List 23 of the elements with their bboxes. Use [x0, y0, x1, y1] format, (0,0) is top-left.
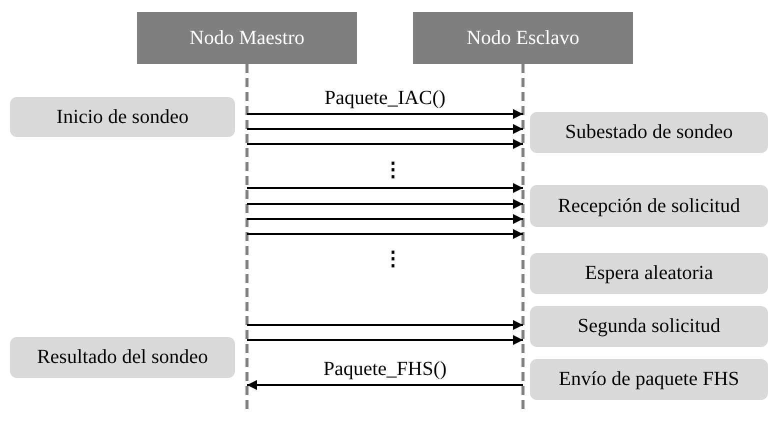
- message-arrow: [247, 109, 523, 119]
- message-arrow: [247, 229, 523, 239]
- state-box: Resultado del sondeo: [10, 337, 235, 378]
- message-arrow: [247, 183, 523, 193]
- state-box: Inicio de sondeo: [10, 97, 235, 137]
- state-box: Recepción de solicitud: [530, 185, 768, 227]
- message-arrow: [247, 124, 523, 134]
- ellipsis-mark: ⋮: [383, 249, 403, 269]
- message-label: Paquete_IAC(): [324, 88, 446, 108]
- participant-box: Nodo Esclavo: [413, 12, 633, 64]
- participant-box: Nodo Maestro: [137, 12, 357, 64]
- message-arrow: [247, 199, 523, 209]
- state-box: Espera aleatoria: [530, 253, 768, 294]
- message-arrow: [247, 335, 523, 345]
- message-label: Paquete_FHS(): [323, 359, 447, 379]
- message-arrow: [247, 214, 523, 224]
- state-box: Segunda solicitud: [530, 306, 768, 347]
- message-arrow: [247, 380, 523, 390]
- message-arrow: [247, 139, 523, 149]
- ellipsis-mark: ⋮: [383, 160, 403, 180]
- state-box: Subestado de sondeo: [530, 112, 768, 153]
- message-arrow: [247, 320, 523, 330]
- state-box: Envío de paquete FHS: [530, 359, 768, 400]
